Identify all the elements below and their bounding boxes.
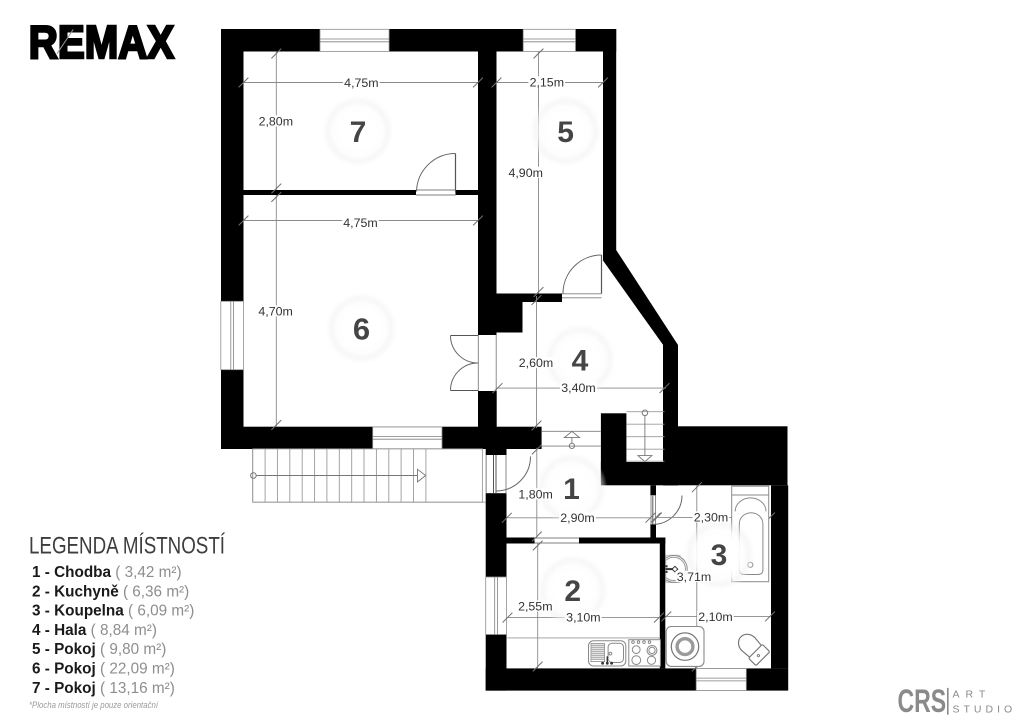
svg-text:LEGENDA MÍSTNOSTÍ: LEGENDA MÍSTNOSTÍ xyxy=(29,533,225,560)
svg-text:1 - Chodba ( 3,42 m²): 1 - Chodba ( 3,42 m²) xyxy=(32,564,182,581)
svg-text:4,90m: 4,90m xyxy=(508,166,542,180)
svg-text:3,40m: 3,40m xyxy=(561,381,595,395)
svg-text:2,90m: 2,90m xyxy=(560,511,594,525)
svg-text:4,75m: 4,75m xyxy=(343,216,377,230)
svg-text:4,75m: 4,75m xyxy=(344,76,378,90)
svg-text:3: 3 xyxy=(711,539,728,572)
svg-text:3,71m: 3,71m xyxy=(677,570,711,584)
svg-text:2: 2 xyxy=(564,575,581,608)
svg-text:STUDIO: STUDIO xyxy=(953,703,1017,715)
svg-text:3,10m: 3,10m xyxy=(566,611,600,625)
svg-text:2,30m: 2,30m xyxy=(694,511,728,525)
svg-text:3 - Koupelna ( 6,09 m²): 3 - Koupelna ( 6,09 m²) xyxy=(32,603,194,620)
svg-text:5: 5 xyxy=(557,116,574,149)
svg-text:2,60m: 2,60m xyxy=(519,356,553,370)
svg-text:2,10m: 2,10m xyxy=(698,610,732,624)
svg-text:5 - Pokoj ( 9,80 m²): 5 - Pokoj ( 9,80 m²) xyxy=(32,641,166,658)
svg-text:6 - Pokoj ( 22,09 m²): 6 - Pokoj ( 22,09 m²) xyxy=(32,661,175,678)
svg-text:7: 7 xyxy=(350,116,367,149)
svg-text:4 - Hala ( 8,84 m²): 4 - Hala ( 8,84 m²) xyxy=(32,622,157,639)
svg-text:1,80m: 1,80m xyxy=(518,487,552,501)
svg-text:1: 1 xyxy=(563,473,580,506)
svg-text:2,15m: 2,15m xyxy=(530,76,564,90)
svg-text:4: 4 xyxy=(572,345,589,378)
svg-text:6: 6 xyxy=(353,312,370,347)
svg-text:*Plocha místností je pouze ori: *Plocha místností je pouze orientační xyxy=(29,700,159,711)
svg-text:2,55m: 2,55m xyxy=(518,600,552,614)
svg-text:2 - Kuchyně ( 6,36 m²): 2 - Kuchyně ( 6,36 m²) xyxy=(32,583,189,600)
svg-text:CRS: CRS xyxy=(898,683,947,719)
svg-text:7 - Pokoj ( 13,16 m²): 7 - Pokoj ( 13,16 m²) xyxy=(32,680,175,697)
svg-text:REMAX: REMAX xyxy=(29,18,175,69)
svg-text:ART: ART xyxy=(953,689,992,701)
svg-text:4,70m: 4,70m xyxy=(258,305,292,319)
svg-text:2,80m: 2,80m xyxy=(259,114,293,128)
